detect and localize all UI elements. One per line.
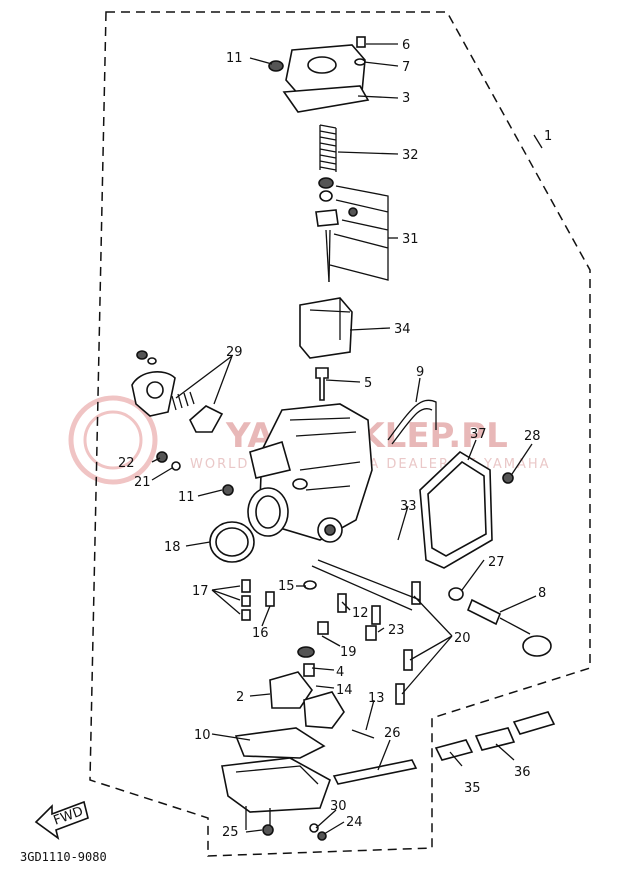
fwd-arrow: FWD bbox=[34, 800, 89, 840]
callout-34: 34 bbox=[394, 322, 411, 337]
callout-25: 25 bbox=[222, 825, 239, 840]
callout-22: 22 bbox=[118, 456, 135, 471]
callout-27: 27 bbox=[488, 555, 505, 570]
float-pin-part bbox=[351, 729, 375, 739]
callout-7: 7 bbox=[402, 60, 410, 75]
callout-14: 14 bbox=[336, 683, 353, 698]
callout-9: 9 bbox=[416, 365, 424, 380]
callout-29: 29 bbox=[226, 345, 243, 360]
throttle-valve-part bbox=[299, 297, 353, 359]
callout-21: 21 bbox=[134, 475, 151, 490]
callout-33: 33 bbox=[400, 499, 417, 514]
callout-13: 13 bbox=[368, 691, 385, 706]
callout-4: 4 bbox=[336, 665, 344, 680]
washer-21-part bbox=[171, 461, 181, 471]
callout-15: 15 bbox=[278, 579, 295, 594]
callout-32: 32 bbox=[402, 148, 419, 163]
callout-6: 6 bbox=[402, 38, 410, 53]
o-ring-part bbox=[209, 521, 255, 563]
callout-17: 17 bbox=[192, 584, 209, 599]
float-bowl-part bbox=[221, 727, 331, 841]
callout-30: 30 bbox=[330, 799, 347, 814]
callout-5: 5 bbox=[364, 376, 372, 391]
leader-lines bbox=[151, 43, 543, 835]
plug-11-part bbox=[222, 484, 234, 496]
drain-tube-part bbox=[332, 759, 418, 785]
accelerator-pump-part bbox=[131, 350, 224, 433]
top-cover-part bbox=[268, 36, 370, 113]
o-ring-27-part bbox=[448, 587, 464, 601]
spring-part bbox=[319, 124, 337, 172]
callout-10: 10 bbox=[194, 728, 211, 743]
throttle-stop-screw-part bbox=[315, 367, 329, 401]
callout-11-top: 11 bbox=[226, 51, 243, 66]
callout-35: 35 bbox=[464, 781, 481, 796]
callout-16: 16 bbox=[252, 626, 269, 641]
jet-needle-part bbox=[315, 177, 389, 283]
vent-hose-part bbox=[387, 399, 437, 445]
callout-2: 2 bbox=[236, 690, 244, 705]
screw-22-part bbox=[156, 451, 168, 463]
jets-part bbox=[241, 559, 421, 705]
callout-8: 8 bbox=[538, 586, 546, 601]
callout-37: 37 bbox=[470, 427, 487, 442]
breather-tubes-part bbox=[434, 711, 556, 761]
callout-24: 24 bbox=[346, 815, 363, 830]
callout-3: 3 bbox=[402, 91, 410, 106]
assembly-boundary bbox=[89, 11, 591, 857]
callout-11-mid: 11 bbox=[178, 490, 195, 505]
callout-28: 28 bbox=[524, 429, 541, 444]
callout-18: 18 bbox=[164, 540, 181, 555]
carburetor-body-part bbox=[247, 403, 373, 543]
callout-31: 31 bbox=[402, 232, 419, 247]
callout-labels: 6 7 3 11 1 32 31 34 5 29 9 37 28 22 21 1… bbox=[118, 38, 552, 840]
callout-23: 23 bbox=[388, 623, 405, 638]
callout-19: 19 bbox=[340, 645, 357, 660]
callout-12: 12 bbox=[352, 606, 369, 621]
callout-1: 1 bbox=[544, 129, 552, 144]
adjust-screw-part bbox=[466, 598, 552, 657]
part-code: 3GD1110-9080 bbox=[20, 850, 107, 864]
callout-36: 36 bbox=[514, 765, 531, 780]
float-part bbox=[269, 646, 345, 729]
callout-26: 26 bbox=[384, 726, 401, 741]
callout-20: 20 bbox=[454, 631, 471, 646]
side-cover-part bbox=[419, 451, 514, 569]
